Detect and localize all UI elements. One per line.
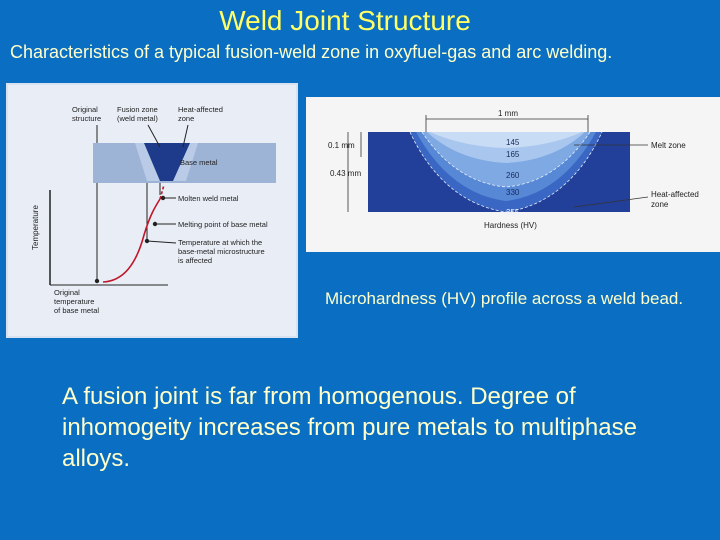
hardness-value: 145: [506, 138, 520, 147]
slide-body-text: A fusion joint is far from homogenous. D…: [62, 383, 637, 472]
temperature-curve: [102, 198, 161, 283]
hardness-value: 260: [506, 171, 520, 180]
label-width: 1 mm: [498, 109, 518, 118]
label-depth-large: 0.43 mm: [330, 169, 361, 178]
label-heat-affected-zone: Heat-affected zone: [178, 105, 225, 123]
contour-line-mid: [421, 131, 591, 188]
leader-haz: [182, 124, 189, 148]
label-melting-point: Melting point of base metal: [178, 220, 268, 229]
label-molten-weld-metal: Molten weld metal: [178, 194, 239, 203]
label-heat-affected-zone-right: Heat-affected zone: [651, 190, 701, 209]
temperature-axis-label: Temperature: [31, 205, 40, 250]
label-microstructure-temperature: Temperature at which the base-metal micr…: [178, 238, 267, 265]
label-base-metal: Base metal: [180, 158, 218, 167]
point-original-temperature: [94, 278, 100, 284]
hardness-value: 355: [506, 208, 520, 217]
slide-title: Weld Joint Structure: [219, 5, 471, 36]
label-fusion-zone: Fusion zone (weld metal): [117, 105, 160, 123]
leader-microstructure: [146, 240, 177, 244]
hardness-value: 165: [506, 150, 520, 159]
contour-145: [430, 132, 582, 148]
contour-line-outer: [409, 131, 603, 213]
microhardness-figure: 1 mm 0.1 mm 0.43 mm 145 165 260 330 355 …: [306, 97, 720, 252]
hardness-value: 330: [506, 188, 520, 197]
leader-heat-affected-zone: [573, 196, 649, 208]
leader-fusion: [147, 124, 161, 148]
weld-zone-temperature-figure: Temperature Original structure Fusion zo…: [6, 83, 298, 338]
fusion-zone-shape: [144, 143, 190, 181]
slide-subtitle: Characteristics of a typical fusion-weld…: [10, 42, 613, 62]
label-depth-small: 0.1 mm: [328, 141, 355, 150]
microhardness-caption: Microhardness (HV) profile across a weld…: [325, 289, 684, 308]
label-hardness-axis: Hardness (HV): [484, 221, 537, 230]
weld-zone-diagram: Temperature Original structure Fusion zo…: [31, 105, 276, 315]
label-original-temperature: Original temperature of base metal: [54, 288, 99, 315]
label-melt-zone: Melt zone: [651, 141, 686, 150]
temperature-curve-dashed: [159, 184, 165, 200]
microhardness-diagram: 1 mm 0.1 mm 0.43 mm 145 165 260 330 355 …: [328, 109, 701, 230]
label-original-structure: Original structure: [72, 105, 101, 123]
